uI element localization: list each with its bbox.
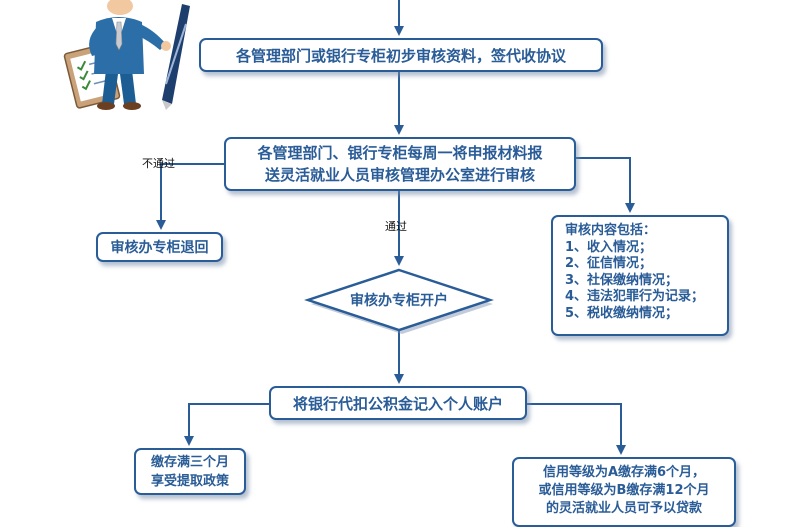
three-month-line-1: 缴存满三个月 — [150, 454, 229, 470]
pen-icon — [162, 4, 190, 110]
weekly-submission-line-2: 送灵活就业人员审核管理办公室进行审核 — [264, 166, 535, 184]
review-item: 4、违法犯罪行为记录； — [565, 289, 705, 304]
loan-eligibility-step: 信用等级为A缴存满6个月， 或信用等级为B缴存满12个月 的灵活就业人员可予以贷… — [512, 457, 736, 527]
businessman-illustration — [63, 0, 190, 110]
review-content-box: 审核内容包括： 1、收入情况； 2、征信情况； 3、社保缴纳情况； 4、违法犯罪… — [551, 215, 729, 336]
initial-review-step: 各管理部门或银行专柜初步审核资料，签代收协议 — [199, 38, 603, 72]
three-month-step: 缴存满三个月 享受提取政策 — [134, 448, 246, 495]
open-account-diamond — [304, 268, 494, 334]
open-account-label: 审核办专柜开户 — [350, 293, 448, 309]
return-step: 审核办专柜退回 — [96, 232, 223, 262]
weekly-submission-line-1: 各管理部门、银行专柜每周一将申报材料报 — [257, 144, 543, 162]
record-account-text: 将银行代扣公积金记入个人账户 — [292, 394, 503, 413]
loan-line-1: 信用等级为A缴存满6个月， — [542, 465, 706, 480]
flowchart-connectors — [156, 0, 635, 455]
review-item: 2、征信情况； — [565, 256, 653, 271]
pass-edge-label: 通过 — [385, 220, 407, 233]
review-title: 审核内容包括： — [565, 223, 657, 238]
record-account-step: 将银行代扣公积金记入个人账户 — [269, 386, 527, 420]
fail-edge-label: 不通过 — [142, 157, 175, 170]
return-text: 审核办专柜退回 — [110, 240, 209, 256]
review-item: 5、税收缴纳情况； — [565, 305, 679, 321]
review-item: 1、收入情况； — [565, 239, 653, 255]
initial-review-text: 各管理部门或银行专柜初步审核资料，签代收协议 — [235, 46, 566, 65]
loan-line-2: 或信用等级为B缴存满12个月 — [538, 483, 710, 498]
weekly-submission-step: 各管理部门、银行专柜每周一将申报材料报 送灵活就业人员审核管理办公室进行审核 — [224, 137, 576, 191]
three-month-line-2: 享受提取政策 — [150, 473, 229, 489]
review-item: 3、社保缴纳情况； — [565, 272, 679, 288]
loan-line-3: 的灵活就业人员可予以贷款 — [545, 501, 702, 516]
